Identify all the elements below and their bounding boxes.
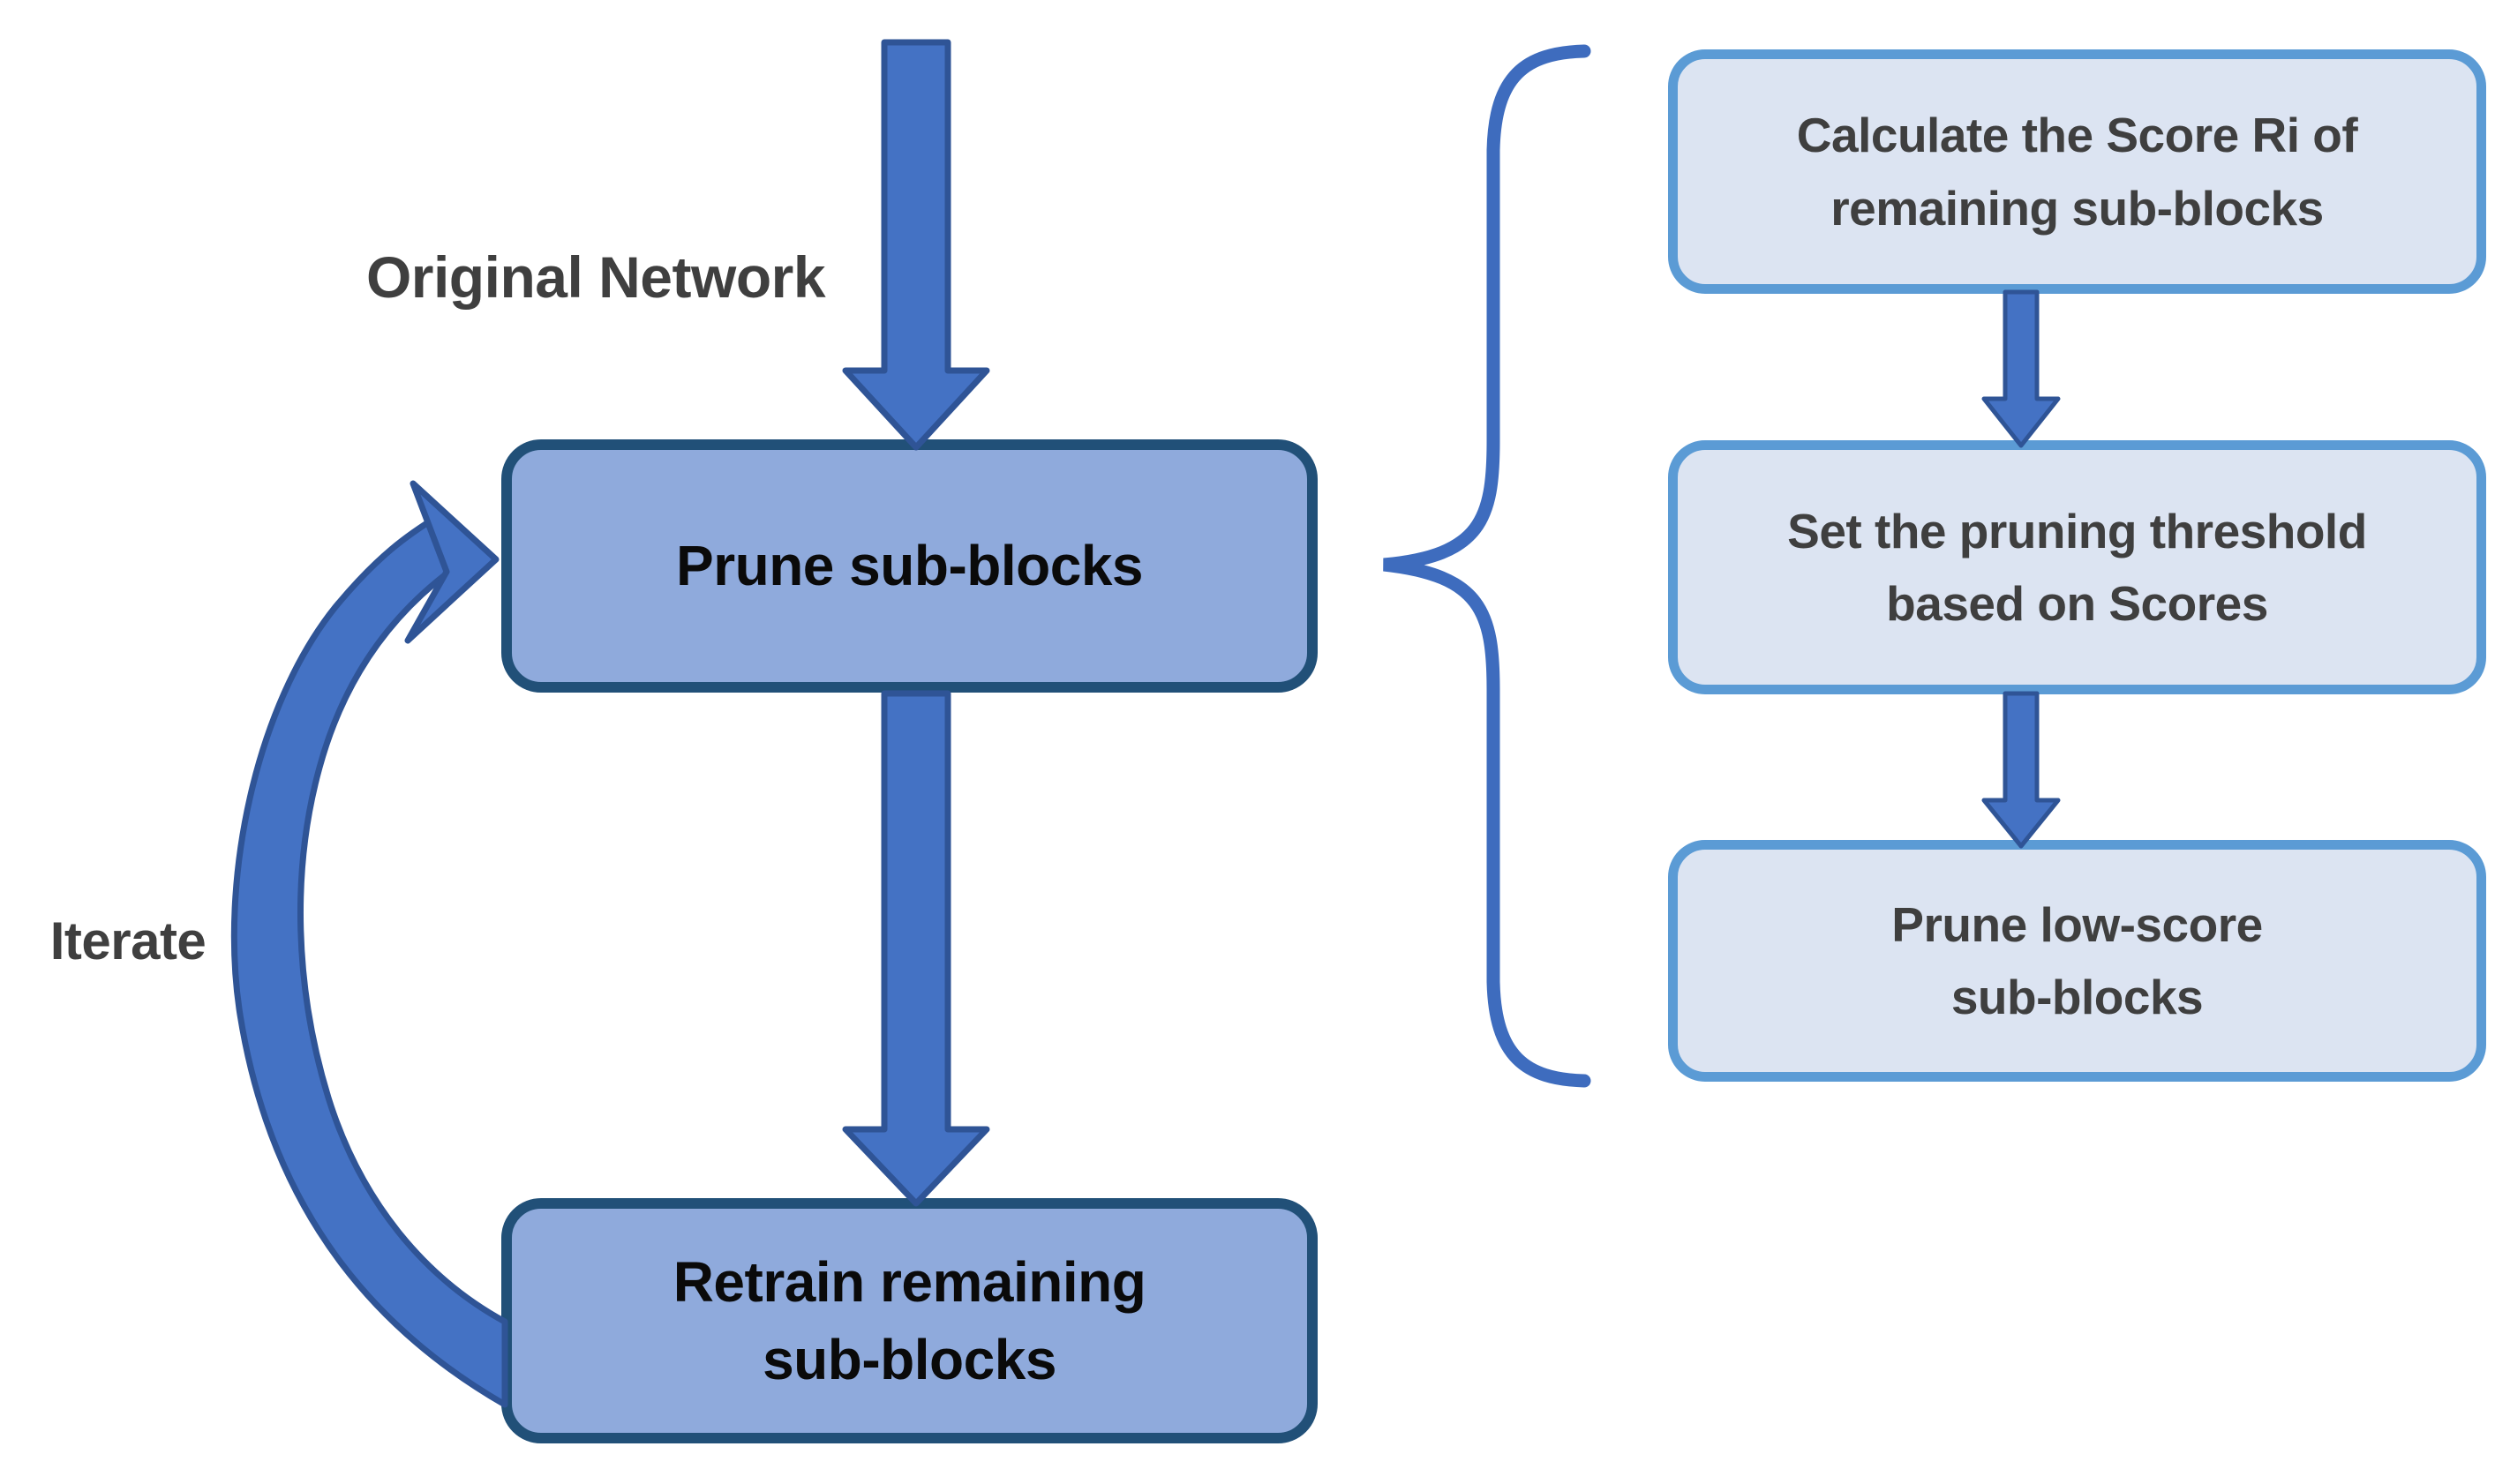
detail-arrow-2-icon xyxy=(1981,691,2061,849)
prune-to-retrain-arrow-icon xyxy=(842,690,990,1207)
original-network-label: Original Network xyxy=(365,244,826,310)
iterate-label: Iterate xyxy=(49,911,207,971)
prune-low-score-box: Prune low-score sub-blocks xyxy=(1668,840,2486,1082)
prune-sub-blocks-box: Prune sub-blocks xyxy=(501,439,1318,693)
detail-arrow-1-icon xyxy=(1981,289,2061,448)
set-pruning-threshold-box: Set the pruning threshold based on Score… xyxy=(1668,440,2486,694)
calculate-score-box: Calculate the Score Ri of remaining sub-… xyxy=(1668,49,2486,294)
iterate-arrow-head-icon xyxy=(404,480,500,644)
retrain-remaining-sub-blocks-box: Retrain remaining sub-blocks xyxy=(501,1198,1318,1443)
iterate-arrow-tail-icon xyxy=(230,512,508,1408)
curly-brace-icon xyxy=(1383,44,1591,1088)
